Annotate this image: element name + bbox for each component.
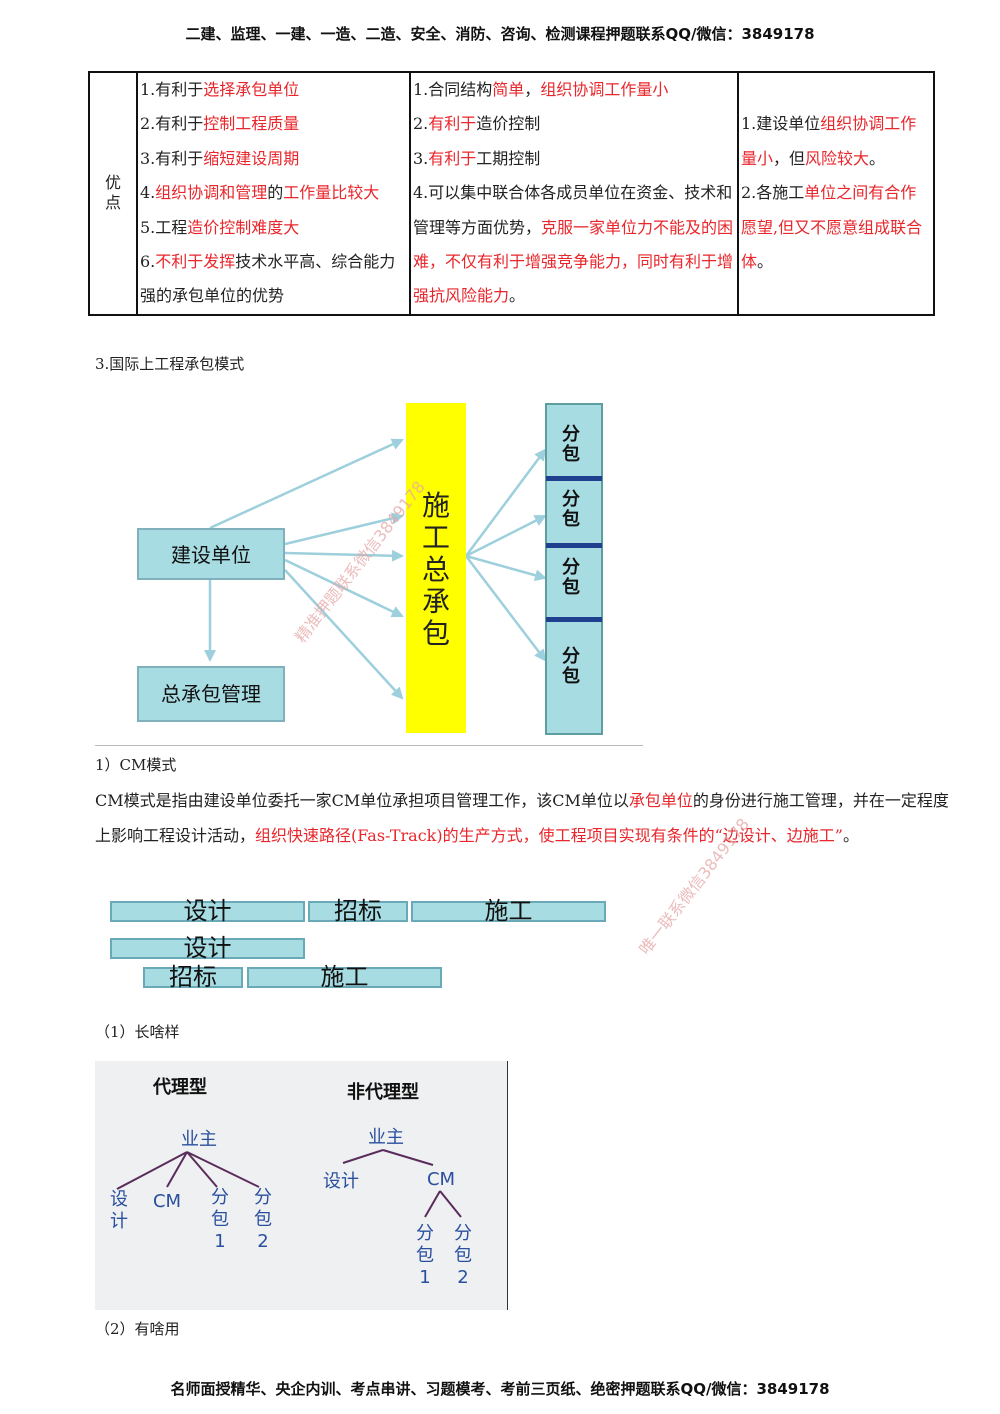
non-agency-owner: 业主 <box>368 1127 404 1148</box>
col1-item-1: 1.有利于选择承包单位 <box>140 80 300 99</box>
row-label-text: 优点 <box>104 173 121 213</box>
general-contracting-diagram: 建设单位 总承包管理 施 工 总 承 包 分 包 分 包 分 包 分 包 <box>137 403 603 735</box>
subcontract-column: 分 包 分 包 分 包 分 包 <box>545 403 603 735</box>
col2-cell: 1.合同结构简单，组织协调工作量小 2.有利于造价控制 3.有利于工期控制 4.… <box>409 71 739 316</box>
arrow <box>464 448 547 557</box>
page-footer: 名师面授精华、央企内训、考点串讲、习题模考、考前三页纸、绝密押题联系QQ/微信：… <box>170 1380 830 1398</box>
arrow <box>209 438 404 530</box>
sub-4-char-2: 包 <box>562 665 580 687</box>
bar-design: 设计 <box>110 936 305 960</box>
arrow <box>465 554 547 582</box>
agency-title: 代理型 <box>152 1076 207 1098</box>
arrow <box>284 549 404 562</box>
section-3-title: 3.国际上工程承包模式 <box>95 355 245 373</box>
cm-title: 1）CM模式 <box>95 756 177 774</box>
non-agency-child: 设计 <box>323 1171 359 1192</box>
gc-char-1: 施 <box>422 489 450 522</box>
sub-1-char-1: 分 <box>562 424 580 445</box>
tree-line <box>439 1190 462 1218</box>
agency-owner: 业主 <box>181 1129 217 1150</box>
tree-line <box>186 1151 260 1188</box>
bar-construction: 施工 <box>411 899 606 923</box>
gc-mgmt-label: 总承包管理 <box>161 682 261 706</box>
cm-paragraph: CM模式是指由建设单位委托一家CM单位承担项目管理工作，该CM单位以承包单位的身… <box>95 791 949 845</box>
tree-lines <box>116 1149 462 1218</box>
col3-item-1: 1.建设单位组织协调工作量小，但风险较大。 <box>741 114 917 168</box>
gc-char-2: 工 <box>422 521 450 554</box>
col1-item-5: 5.工程造价控制难度大 <box>140 217 300 237</box>
tree-line <box>186 1151 218 1188</box>
agency-child: 设计 <box>110 1189 128 1232</box>
sub-2-char-1: 分 <box>562 489 580 510</box>
col2-item-1: 1.合同结构简单，组织协调工作量小 <box>413 80 669 99</box>
arrow <box>465 514 547 558</box>
advantages-table: 优点 1.有利于选择承包单位 2.有利于控制工程质量 3.有利于缩短建设周期 4… <box>88 71 935 316</box>
arrow <box>284 569 404 700</box>
sub-2-char-2: 包 <box>562 508 580 530</box>
non-agency-child: CM <box>427 1169 455 1190</box>
tree-line <box>342 1149 384 1164</box>
col1-item-6: 6.不利于发挥技术水平高、综合能力强的承包单位的优势 <box>140 252 396 306</box>
sub-1-char-2: 包 <box>562 443 580 465</box>
row-label: 优点 <box>88 71 138 316</box>
col1-item-3: 3.有利于缩短建设周期 <box>140 148 300 168</box>
gc-node: 施 工 总 承 包 <box>406 403 466 733</box>
gc-char-5: 包 <box>422 617 450 650</box>
tree-line <box>382 1149 434 1166</box>
sub-3-char-1: 分 <box>562 557 580 578</box>
bar-bidding: 招标 <box>308 899 408 923</box>
sub-heading-2: （2）有啥用 <box>95 1320 180 1338</box>
col1-item-4: 4.组织协调和管理的工作量比较大 <box>140 183 380 203</box>
tree-line <box>424 1190 441 1218</box>
bar-design: 设计 <box>110 899 305 923</box>
gc-char-3: 总 <box>422 553 450 586</box>
divider <box>95 745 643 746</box>
sub-3-char-2: 包 <box>562 576 580 598</box>
bar-bidding: 招标 <box>143 965 243 989</box>
col2-item-3: 3.有利于工期控制 <box>413 148 541 168</box>
arrow <box>284 512 404 546</box>
arrow <box>284 558 404 618</box>
sub-4-char-1: 分 <box>562 646 580 667</box>
arrow <box>465 555 547 662</box>
tree-line <box>166 1151 188 1188</box>
sub-heading-1: （1）长啥样 <box>95 1023 180 1041</box>
col3-item-2: 2.各施工单位之间有合作愿望,但又不愿意组成联合体。 <box>741 183 923 272</box>
col1-item-2: 2.有利于控制工程质量 <box>140 114 300 134</box>
col2-item-2: 2.有利于造价控制 <box>413 114 541 134</box>
gc-char-4: 承 <box>422 585 450 618</box>
col1-cell: 1.有利于选择承包单位 2.有利于控制工程质量 3.有利于缩短建设周期 4.组织… <box>136 71 411 316</box>
table-row: 优点 1.有利于选择承包单位 2.有利于控制工程质量 3.有利于缩短建设周期 4… <box>88 71 935 316</box>
non-agency-title: 非代理型 <box>347 1081 419 1103</box>
arrows <box>204 438 547 700</box>
gc-mgmt-node: 总承包管理 <box>137 666 285 722</box>
bar-construction: 施工 <box>247 965 442 989</box>
owner-label: 建设单位 <box>171 543 251 567</box>
owner-node: 建设单位 <box>137 528 285 580</box>
col2-item-4: 4.可以集中联合体各成员单位在资金、技术和管理等方面优势，克服一家单位力不能及的… <box>413 183 734 306</box>
agency-child: CM <box>153 1191 181 1212</box>
col3-cell: 1.建设单位组织协调工作量小，但风险较大。 2.各施工单位之间有合作愿望,但又不… <box>737 71 935 316</box>
tree-line <box>116 1151 188 1190</box>
page-header: 二建、监理、一建、一造、二造、安全、消防、咨询、检测课程押题联系QQ/微信：38… <box>185 25 815 43</box>
